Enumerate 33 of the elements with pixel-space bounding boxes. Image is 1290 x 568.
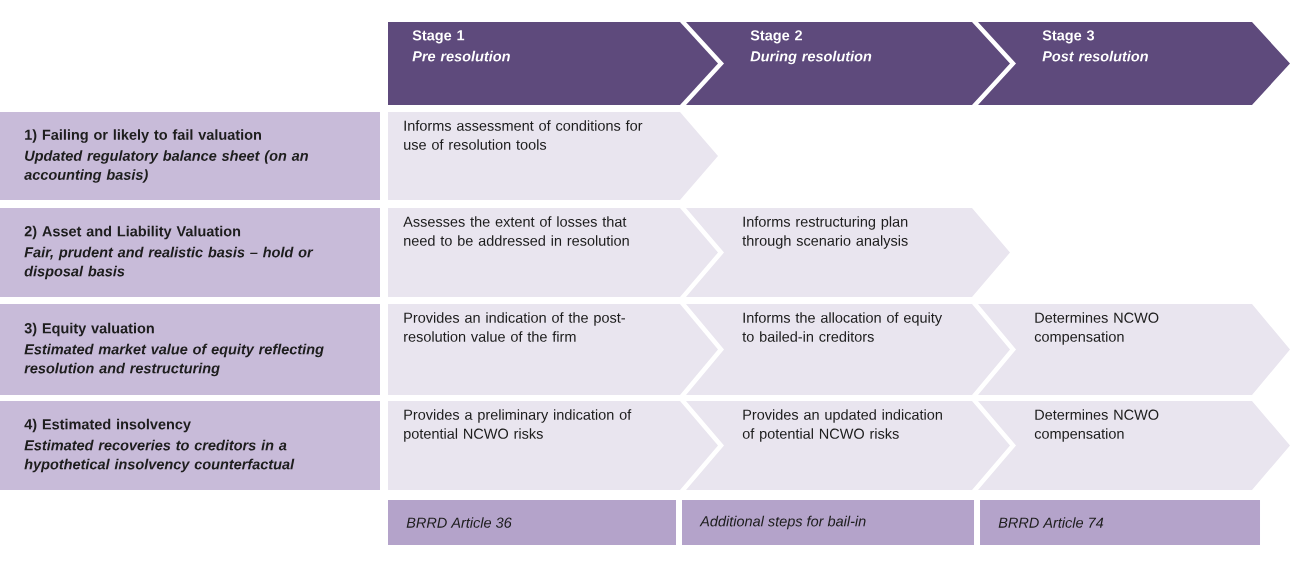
row-label-box: 2) Asset and Liability Valuation Fair, prudent and realistic basis – hold or disposal basis [0,208,380,297]
content-box: Informs restructuring plan through scenario analysis [686,208,1010,297]
node-label: Assesses the extent of losses that need to be addressed in resolution [403,216,629,246]
node-label: Informs restructuring plan through scenario analysis [742,216,908,249]
content-box: Informs assessment of conditions for use of resolution tools [388,112,718,200]
content-box: Informs the allocation of equity to bailed-in creditors [686,304,1010,395]
node-label: Stage 3 [1042,30,1095,44]
content-box: Determines NCWO compensation [978,304,1290,395]
node-label: During resolution [750,50,872,65]
content-box: Determines NCWO compensation [978,401,1290,490]
content-box: Assesses the extent of losses that need to be addressed in resolution [388,208,718,297]
node-label: Stage 1 [412,30,465,44]
content-box: Provides an indication of the post-resolution value of the firm [388,304,718,395]
node-label: Provides an updated indication of potential NCWO risks [742,409,942,442]
node-label: Determines NCWO compensation [1034,409,1159,442]
stage-header-box: Stage 3 Post resolution [978,22,1290,105]
footer-bar: Additional steps for bail-in [682,500,974,545]
footer-bar: BRRD Article 74 [980,500,1260,545]
stage-header-box: Stage 2 During resolution [686,22,1010,105]
content-box: Provides a preliminary indication of potential NCWO risks [388,401,718,490]
row-label-box: 4) Estimated insolvency Estimated recoveries to creditors in a hypothetical insolvency counterfactual [0,401,380,490]
node-label: Pre resolution [412,50,510,62]
node-label: Post resolution [1042,50,1148,62]
node-label: Provides a preliminary indication of potential NCWO risks [404,409,632,442]
row-label-box: 1) Failing or likely to fail valuation Updated regulatory balance sheet (on an accounting basis) [0,112,380,200]
row-label-box: 3) Equity valuation Estimated market value of equity reflecting resolution and restructuring [0,304,380,395]
node-label: Stage 2 [750,30,802,44]
content-box: Provides an updated indication of potential NCWO risks [686,401,1010,490]
node-label: Informs the allocation of equity to bailed-in creditors [742,312,943,342]
footer-bar: BRRD Article 36 [388,500,676,545]
node-label: Provides an indication of the post-resolution value of the firm [404,312,625,342]
stage-header-box: Stage 1 Pre resolution [388,22,718,105]
node-label: Determines NCWO compensation [1034,312,1159,345]
